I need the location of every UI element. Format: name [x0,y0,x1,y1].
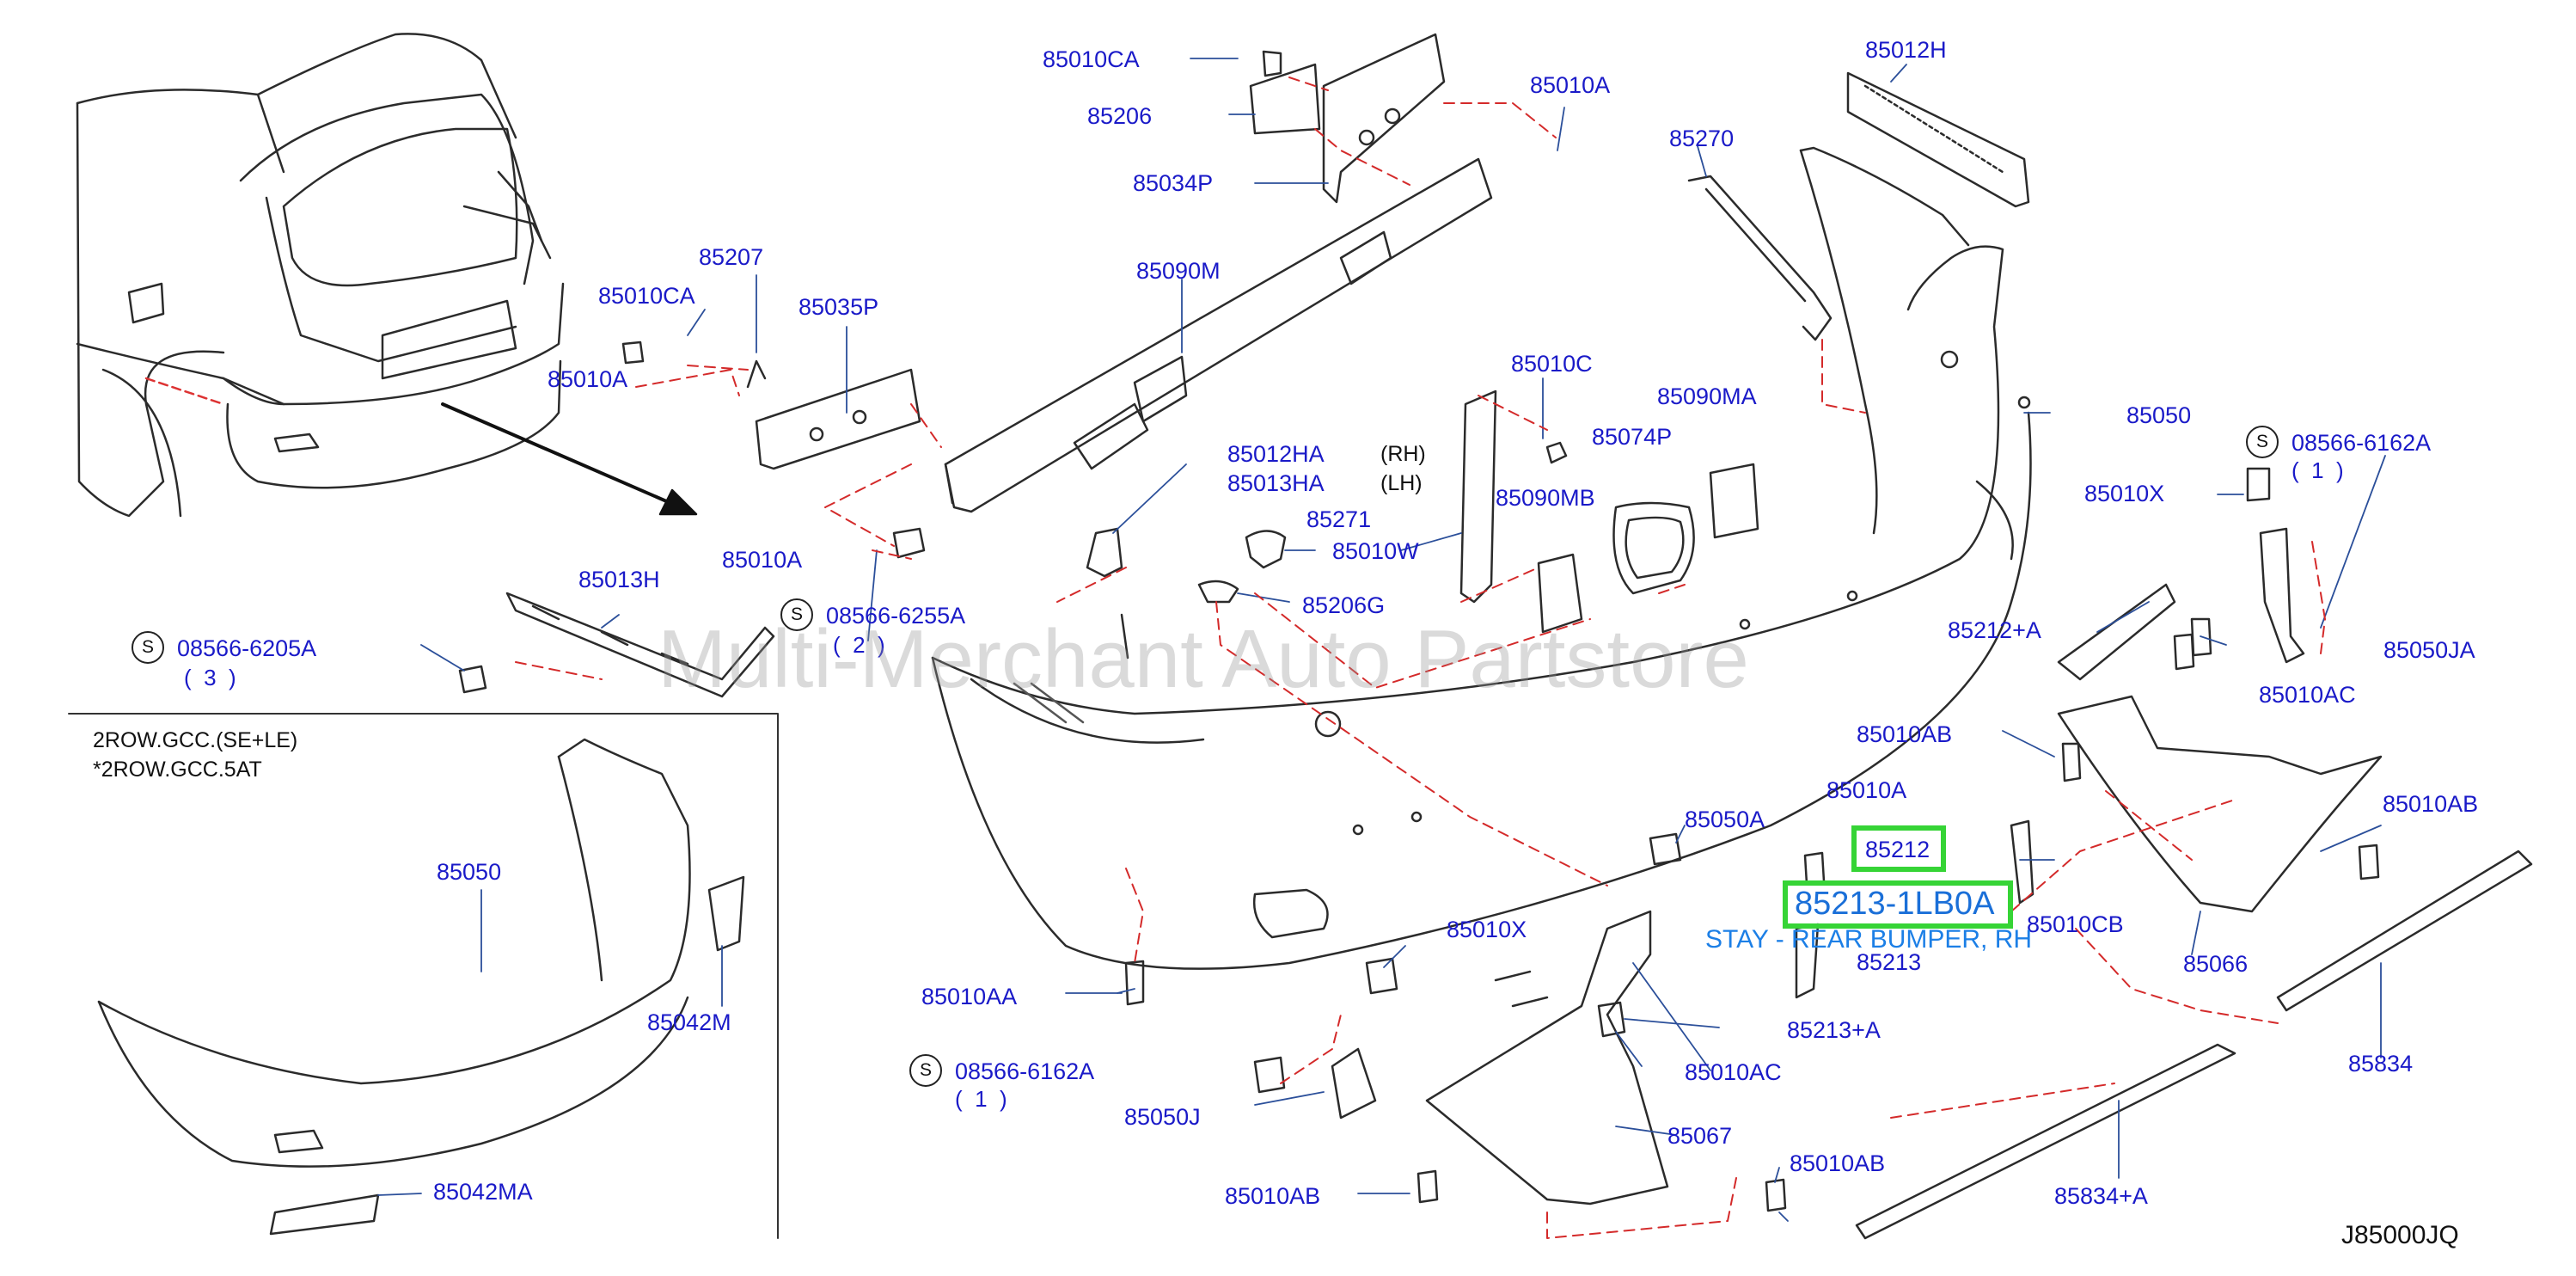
part-label[interactable]: 85050 [2126,402,2192,428]
highlight-box-85212[interactable] [1851,825,1946,872]
part-label[interactable]: 85035P [798,294,879,320]
part-label[interactable]: 85206G [1302,592,1386,618]
rh-label: (RH) [1380,442,1426,466]
part-label[interactable]: 85213+A [1787,1017,1881,1043]
reinforcement-bar [944,157,1493,513]
part-label[interactable]: 85010AB [1857,721,1953,747]
variant-note-line1: 2ROW.GCC.(SE+LE) [93,728,298,752]
part-label[interactable]: 85010X [1447,917,1527,942]
screw-quantity: ( 1 ) [955,1086,1007,1112]
part-label[interactable]: 85066 [2183,951,2249,977]
part-label[interactable]: 85010CA [598,283,695,309]
part-label[interactable]: 85010A [722,547,803,573]
side-retainer [505,592,775,698]
part-label[interactable]: 85270 [1669,126,1735,151]
selected-part-code[interactable]: 85213-1LB0A [1795,886,1995,922]
part-label[interactable]: 85010X [2084,481,2165,506]
part-label[interactable]: 85034P [1133,170,1214,196]
screw-symbol: S [909,1054,942,1087]
part-label[interactable]: 85050A [1685,807,1765,832]
part-label[interactable]: 85010A [1826,777,1907,803]
part-label[interactable]: 85010AB [1225,1183,1321,1209]
screw-symbol: S [2246,426,2279,458]
part-label[interactable]: 85042M [647,1009,731,1035]
pointer-arrow [441,402,698,516]
part-label[interactable]: 85013HA [1227,470,1325,496]
vehicle-rear-view [76,33,565,518]
part-label[interactable]: 85010AB [2383,791,2479,817]
assembly-guides [515,77,2326,1239]
part-label[interactable]: 85050JA [2383,637,2475,663]
highlight-box-selected[interactable] [1783,880,2013,929]
leader-lines [377,58,2386,1222]
watermark: Multi-Merchant Auto Partstore [658,613,1749,705]
part-label[interactable]: 85834 [2348,1051,2414,1077]
lh-label: (LH) [1380,471,1423,495]
screw-code[interactable]: 08566-6162A [955,1058,1095,1084]
part-label[interactable]: 85050 [437,859,502,885]
molding-strips [1855,850,2533,1240]
part-label[interactable]: 85010A [1530,72,1611,98]
lower-bracket [1331,910,1669,1205]
top-brackets [1249,33,1446,204]
part-label[interactable]: 85206 [1087,103,1153,129]
part-label[interactable]: 85010AC [2259,682,2356,708]
part-label[interactable]: 85010A [548,366,628,392]
center-stays [1459,390,1759,634]
part-label[interactable]: 85010AA [921,984,1018,1009]
stay-85270 [1687,175,1833,341]
part-label[interactable]: 85213 [1857,949,1922,975]
left-bracket [746,359,921,470]
rear-bumper-fascia [931,146,2032,970]
screw-quantity: ( 3 ) [184,665,236,690]
highlighted-part-label[interactable]: 85212 [1865,837,1930,862]
part-label[interactable]: 85012HA [1227,441,1325,467]
part-label[interactable]: 85090M [1136,258,1221,284]
part-label[interactable]: 85834+A [2054,1183,2148,1209]
part-label[interactable]: 85012H [1865,37,1947,63]
screw-code[interactable]: 08566-6205A [177,635,317,661]
part-label[interactable]: 85090MB [1496,485,1595,511]
part-label[interactable]: 85212+A [1948,617,2041,643]
part-label[interactable]: 85090MA [1657,383,1757,409]
right-retainer [1846,71,2030,208]
diagram-code: J85000JQ [2341,1221,2459,1249]
part-label[interactable]: 85042MA [433,1179,533,1205]
selected-part-tooltip: STAY - REAR BUMPER, RH [1705,925,2033,954]
part-label[interactable]: 85010CB [2027,911,2124,937]
part-label[interactable]: 85074P [1592,424,1673,450]
part-label[interactable]: 85010C [1511,351,1593,377]
part-label[interactable]: 85010CA [1043,46,1140,72]
screw-quantity: ( 1 ) [2291,457,2344,483]
screw-code[interactable]: 08566-6255A [826,603,966,629]
screw-quantity: ( 2 ) [833,632,885,658]
part-label[interactable]: 85067 [1667,1123,1733,1149]
inset-variant-view [68,713,779,1239]
part-label[interactable]: 85010AB [1790,1150,1886,1176]
screw-symbol: S [780,598,813,631]
part-label[interactable]: 85013H [578,567,660,592]
part-label[interactable]: 85010AC [1685,1059,1782,1085]
screw-symbol: S [132,631,164,664]
variant-note-line2: *2ROW.GCC.5AT [93,758,262,782]
part-label[interactable]: 85207 [699,244,764,270]
part-label[interactable]: 85050J [1124,1104,1201,1130]
screw-code[interactable]: 08566-6162A [2291,430,2432,456]
part-label[interactable]: 85271 [1306,506,1372,532]
part-label[interactable]: 85010W [1332,538,1419,564]
